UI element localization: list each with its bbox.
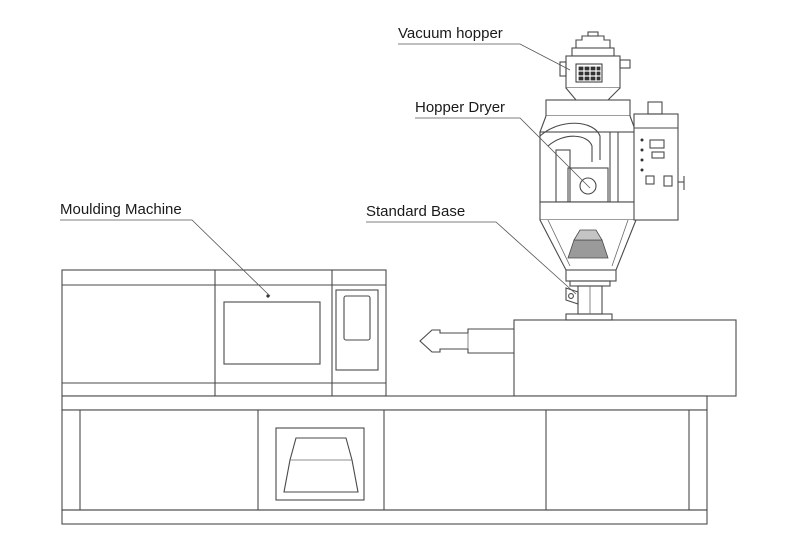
moulding-machine bbox=[61, 269, 737, 525]
label-moulding-machine: Moulding Machine bbox=[60, 201, 182, 218]
standard-base bbox=[565, 280, 613, 321]
vacuum-hopper bbox=[559, 31, 631, 101]
label-standard-base: Standard Base bbox=[366, 203, 465, 220]
leader-lines bbox=[60, 43, 591, 297]
label-vacuum-hopper: Vacuum hopper bbox=[398, 25, 503, 42]
hopper-dryer bbox=[539, 99, 685, 282]
label-hopper-dryer: Hopper Dryer bbox=[415, 99, 505, 116]
